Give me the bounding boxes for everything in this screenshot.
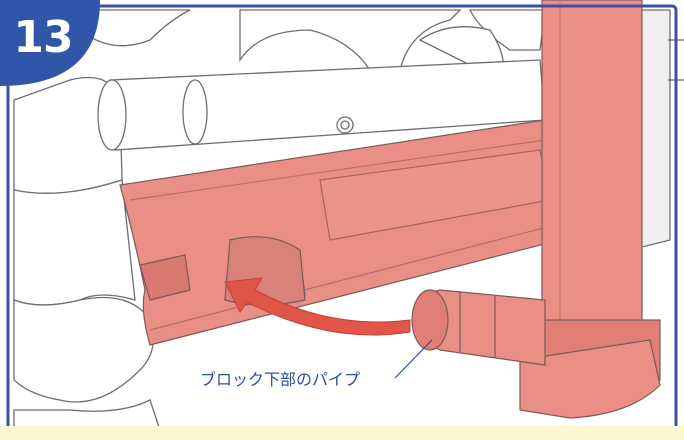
block-pipe [411,289,546,366]
callout-label: ブロック下部のパイプ [200,370,361,389]
insert-arrow [224,277,411,336]
callout-leader-line [394,339,433,379]
step-badge-shape [0,0,100,86]
background-blocks [13,9,684,431]
vertical-post [519,0,661,419]
bottom-band [0,426,684,440]
step-number: 13 [13,12,73,63]
